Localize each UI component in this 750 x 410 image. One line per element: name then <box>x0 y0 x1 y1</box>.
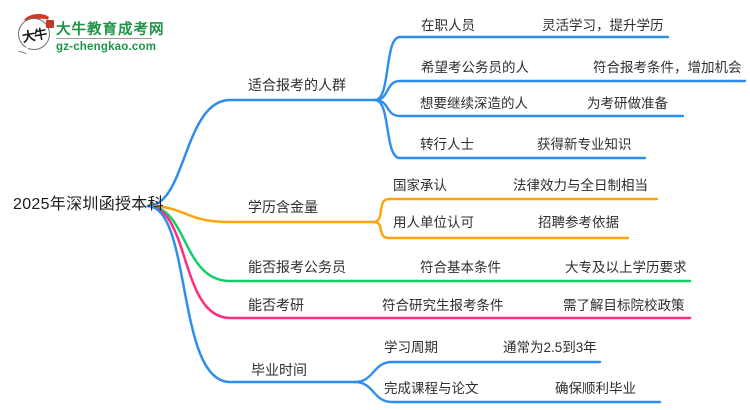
edge-branch2-child1 <box>371 197 659 224</box>
root-topic: 2025年深圳函授本科 <box>13 196 164 213</box>
edge-branch5-child1 <box>353 360 602 384</box>
branch-graduation-time: 毕业时间 <box>251 362 307 378</box>
logo-icon-text: 大牛 <box>21 25 48 45</box>
logo-red-seal <box>46 20 54 28</box>
node-state-recognized: 国家承认 <box>393 178 447 193</box>
site-domain: gz-chengkao.com <box>56 41 157 53</box>
node-employed-detail: 灵活学习，提升学历 <box>542 18 664 33</box>
node-courses-thesis: 完成课程与论文 <box>384 381 479 396</box>
node-postgrad-conditions-detail: 需了解目标院校政策 <box>563 298 685 313</box>
edge-branch2-child2 <box>371 220 630 240</box>
edge-root-to-branch4 <box>146 204 692 320</box>
site-logo: 大牛 大牛教育成考网 gz-chengkao.com <box>16 12 196 56</box>
node-employer-recognized: 用人单位认可 <box>393 215 474 230</box>
node-study-cycle: 学习周期 <box>384 340 438 355</box>
node-basic-conditions: 符合基本条件 <box>420 260 501 275</box>
node-career-changers: 转行人士 <box>420 137 474 152</box>
node-employed: 在职人员 <box>421 18 475 33</box>
daniu-logo-icon: 大牛 <box>18 12 54 50</box>
edge-branch1-child4 <box>373 98 647 160</box>
branch-suitable-applicants: 适合报考的人群 <box>248 77 346 93</box>
branch-civil-service: 能否报考公务员 <box>248 259 346 275</box>
node-further-study: 想要继续深造的人 <box>420 96 528 111</box>
node-civil-hopefuls-detail: 符合报考条件，增加机会 <box>593 60 742 75</box>
edge-root-to-branch5 <box>146 204 357 384</box>
node-basic-conditions-detail: 大专及以上学历要求 <box>565 260 687 275</box>
branch-degree-value: 学历含金量 <box>248 199 318 215</box>
edge-root-to-branch2 <box>146 204 375 224</box>
node-career-changers-detail: 获得新专业知识 <box>537 137 632 152</box>
node-postgrad-conditions: 符合研究生报考条件 <box>382 298 504 313</box>
node-study-cycle-detail: 通常为2.5到3年 <box>503 340 597 355</box>
node-employer-recognized-detail: 招聘参考依据 <box>538 215 619 230</box>
site-name: 大牛教育成考网 <box>56 22 165 38</box>
node-courses-thesis-detail: 确保顺利毕业 <box>555 381 636 396</box>
edge-branch1-child1 <box>373 35 670 102</box>
branch-postgraduate: 能否考研 <box>248 297 304 313</box>
edge-root-to-branch1 <box>146 98 377 208</box>
edge-branch5-child2 <box>353 380 662 404</box>
node-further-study-detail: 为考研做准备 <box>587 96 668 111</box>
logo-speech-bubble: 大牛 <box>18 18 50 50</box>
node-civil-hopefuls: 希望考公务员的人 <box>421 60 529 75</box>
logo-divider <box>56 38 152 39</box>
node-state-recognized-detail: 法律效力与全日制相当 <box>513 178 648 193</box>
